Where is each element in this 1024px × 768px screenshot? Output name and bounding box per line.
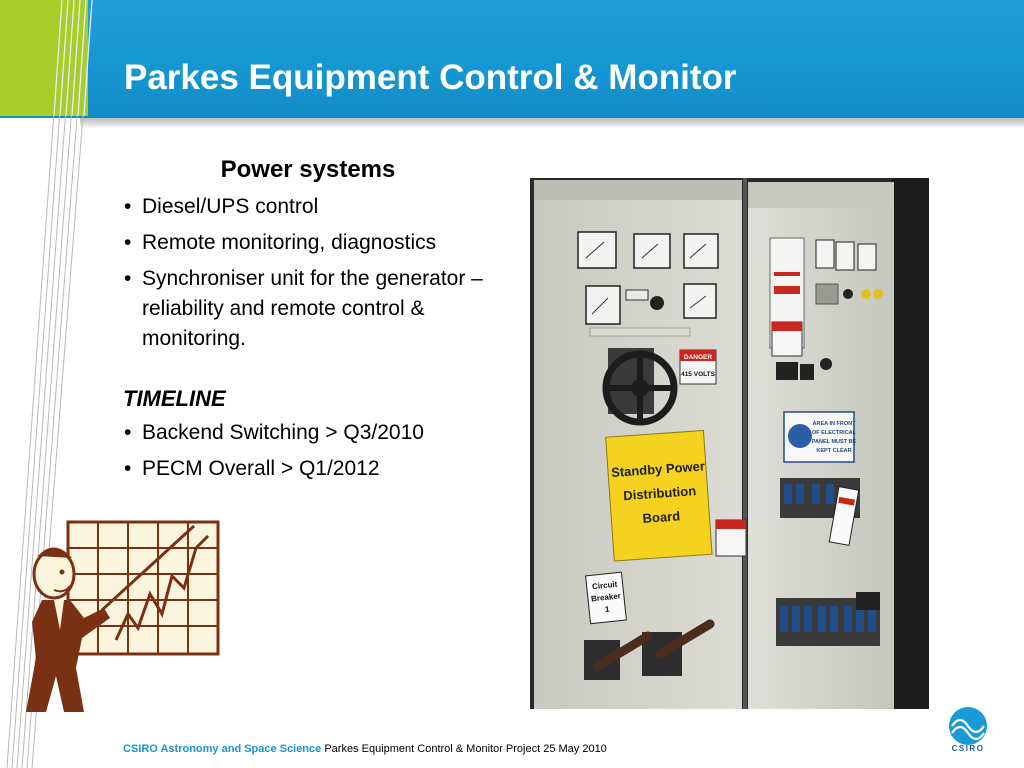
list-item: • Remote monitoring, diagnostics <box>120 228 520 258</box>
bullet-glyph: • <box>124 267 132 290</box>
notice-line-1: AREA IN FRONT <box>813 421 857 427</box>
list-item-text: Backend Switching > Q3/2010 <box>142 421 424 444</box>
notice-line-3: PANEL MUST BE <box>812 439 857 445</box>
list-item-text: Remote monitoring, diagnostics <box>142 231 437 254</box>
header-bar <box>0 0 1024 118</box>
content-area: Power systems • Diesel/UPS control • Rem… <box>120 156 520 490</box>
section-heading: Power systems <box>220 156 396 183</box>
slide-title: Parkes Equipment Control & Monitor <box>124 58 737 97</box>
list-item-text: PECM Overall > Q1/2012 <box>142 457 380 480</box>
timeline-bullet-list: • Backend Switching > Q3/2010 • PECM Ove… <box>120 418 520 484</box>
breaker-line-3: 1 <box>605 605 611 614</box>
sign-line-3: Board <box>642 508 681 526</box>
list-item: • Diesel/UPS control <box>120 192 520 222</box>
bullet-glyph: • <box>124 195 132 218</box>
bullet-glyph: • <box>124 421 132 444</box>
sign-line-2: Distribution <box>623 483 697 503</box>
breaker-line-2: Breaker <box>591 591 622 603</box>
list-item: • PECM Overall > Q1/2012 <box>120 454 520 484</box>
footer: CSIRO Astronomy and Space Science Parkes… <box>123 743 607 755</box>
notice-line-4: KEPT CLEAR <box>816 448 851 454</box>
timeline-heading: TIMELINE <box>123 386 226 411</box>
csiro-logo-icon <box>949 707 987 745</box>
footer-text: Parkes Equipment Control & Monitor Proje… <box>324 743 607 755</box>
power-distribution-photo: DANGER 415 VOLTS Standby Power Distribut… <box>530 178 929 709</box>
bullet-glyph: • <box>124 231 132 254</box>
bullet-glyph: • <box>124 457 132 480</box>
sign-line-1: Standby Power <box>611 458 706 480</box>
list-item-text: Diesel/UPS control <box>142 195 319 218</box>
header-shadow <box>80 118 1024 128</box>
decorative-stripes <box>6 0 93 768</box>
list-item: • Backend Switching > Q3/2010 <box>120 418 520 448</box>
list-item: • Synchroniser unit for the generator – … <box>120 264 520 354</box>
cartoon-presenter-illustration <box>26 520 220 712</box>
notice-line-2: OF ELECTRICAL <box>812 430 857 436</box>
danger-sign-text: DANGER <box>684 354 712 361</box>
power-bullet-list: • Diesel/UPS control • Remote monitoring… <box>120 192 520 354</box>
footer-org: CSIRO Astronomy and Space Science <box>123 743 322 755</box>
csiro-logo-text: CSIRO <box>951 744 985 753</box>
breaker-line-1: Circuit <box>592 580 618 592</box>
volts-sign-text: 415 VOLTS <box>681 371 716 378</box>
list-item-text: Synchroniser unit for the generator – re… <box>142 267 483 350</box>
